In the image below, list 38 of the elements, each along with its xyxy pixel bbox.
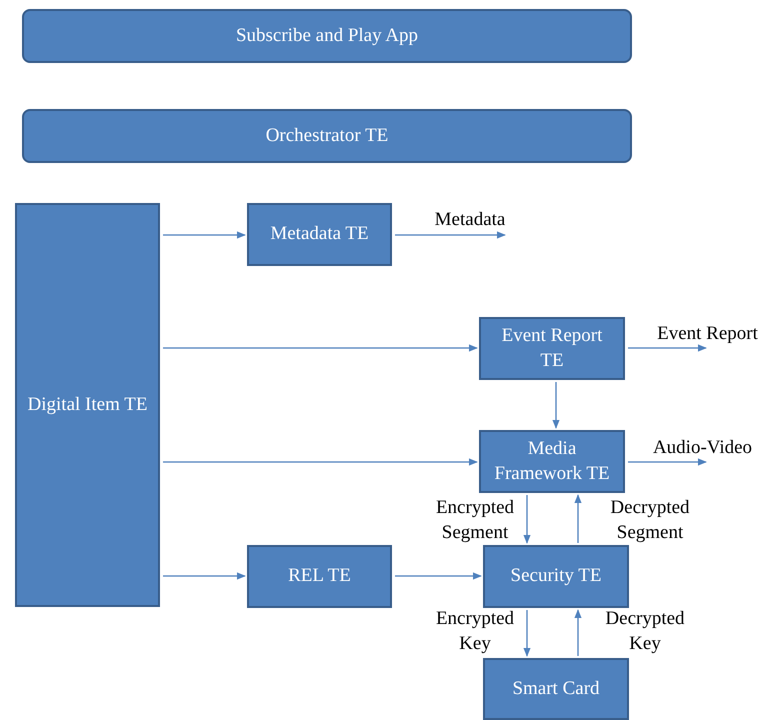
arrow [163,231,246,239]
box-label: Event Report TE [500,324,604,372]
box-label: Orchestrator TE [264,124,390,148]
arrow [163,344,478,352]
box-label: Smart Card [511,676,601,701]
process-box [479,317,625,380]
process-box [22,9,632,63]
process-box [247,203,392,266]
arrow [628,344,707,352]
edge-label: Audio-Video [652,436,754,460]
edge-label: Encrypted Segment [434,496,516,545]
edge-label: Event Report [656,322,759,346]
process-box [483,545,629,608]
arrow [395,572,482,580]
edge-label: Encrypted Key [434,607,516,656]
arrow [574,609,582,656]
process-box [15,203,160,607]
box-label: Security TE [510,564,602,588]
arrow [628,458,707,466]
box-label: REL TE [287,564,352,588]
process-box [483,658,629,720]
process-box [479,430,625,493]
box-label: Metadata TE [269,222,370,246]
arrow [163,458,478,466]
arrow [395,231,506,239]
arrow [523,610,531,657]
arrow [574,494,582,543]
arrow [163,572,246,580]
arrow [552,382,560,429]
arrow [523,495,531,544]
process-box [22,109,632,163]
box-label: Subscribe and Play App [234,24,420,48]
box-label: Digital Item TE [26,392,148,417]
process-box [247,545,392,608]
edge-label: Decrypted Key [604,607,686,656]
edge-label: Metadata [434,208,506,232]
box-label: Media Framework TE [493,436,611,486]
edge-label: Decrypted Segment [609,496,691,545]
